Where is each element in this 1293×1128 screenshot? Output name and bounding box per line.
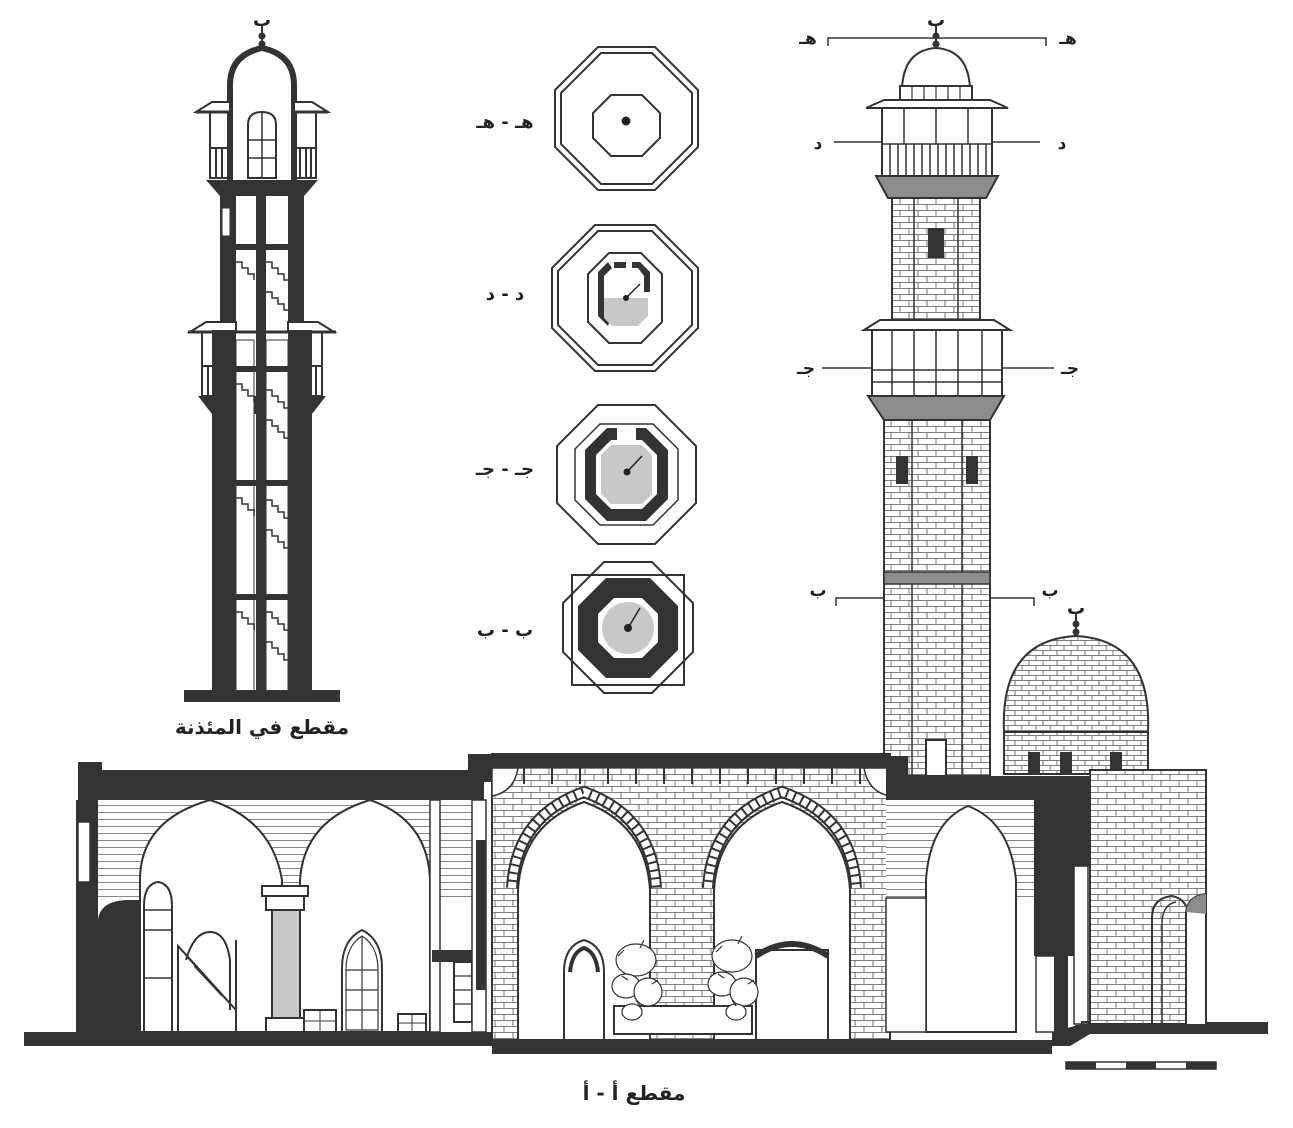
section-a-a-caption: مقطع أ - أ bbox=[583, 1079, 686, 1105]
section-a-a: مقطع أ - أ bbox=[24, 753, 1268, 1105]
section-mark-dal: د د bbox=[814, 134, 1067, 154]
svg-text:جـ: جـ bbox=[796, 359, 815, 379]
minaret-section-caption: مقطع في المئذنة bbox=[175, 715, 349, 740]
plan-ba: ب - ب bbox=[477, 561, 694, 694]
minaret-section-finial: ب bbox=[253, 10, 271, 48]
minbar bbox=[98, 880, 237, 1033]
small-dome: ب bbox=[1002, 598, 1150, 775]
hall-column bbox=[261, 885, 309, 1033]
svg-text:ب: ب bbox=[1041, 581, 1058, 601]
plant-right bbox=[707, 935, 759, 1021]
plant-left bbox=[611, 939, 663, 1021]
section-mark-he: هـ هـ bbox=[798, 29, 1077, 49]
plan-ba-label: ب - ب bbox=[477, 620, 533, 641]
svg-text:ب: ب bbox=[1067, 598, 1085, 619]
minaret-section: ب bbox=[175, 10, 349, 740]
hall-window bbox=[341, 928, 383, 1033]
plan-jim-label: جـ - جـ bbox=[475, 459, 534, 480]
svg-text:هـ: هـ bbox=[1058, 29, 1077, 49]
svg-text:ب: ب bbox=[809, 581, 826, 601]
svg-text:ب: ب bbox=[253, 10, 271, 31]
plan-jim: جـ - جـ bbox=[475, 404, 697, 545]
plan-he-label: هـ - هـ bbox=[475, 112, 533, 133]
minaret-elevation: ب هـ هـ د د bbox=[796, 10, 1079, 777]
plan-he: هـ - هـ bbox=[475, 46, 699, 191]
svg-text:ب: ب bbox=[927, 10, 945, 31]
svg-text:د: د bbox=[814, 134, 823, 154]
section-mark-ba: ب ب bbox=[809, 581, 1059, 606]
section-mark-jim: جـ جـ bbox=[796, 359, 1079, 379]
plan-dal: د - د bbox=[486, 224, 699, 372]
svg-text:د: د bbox=[1058, 134, 1067, 154]
svg-text:هـ: هـ bbox=[798, 29, 817, 49]
plan-dal-label: د - د bbox=[486, 284, 524, 305]
svg-text:جـ: جـ bbox=[1060, 359, 1079, 379]
scale-bar bbox=[1065, 1061, 1217, 1070]
